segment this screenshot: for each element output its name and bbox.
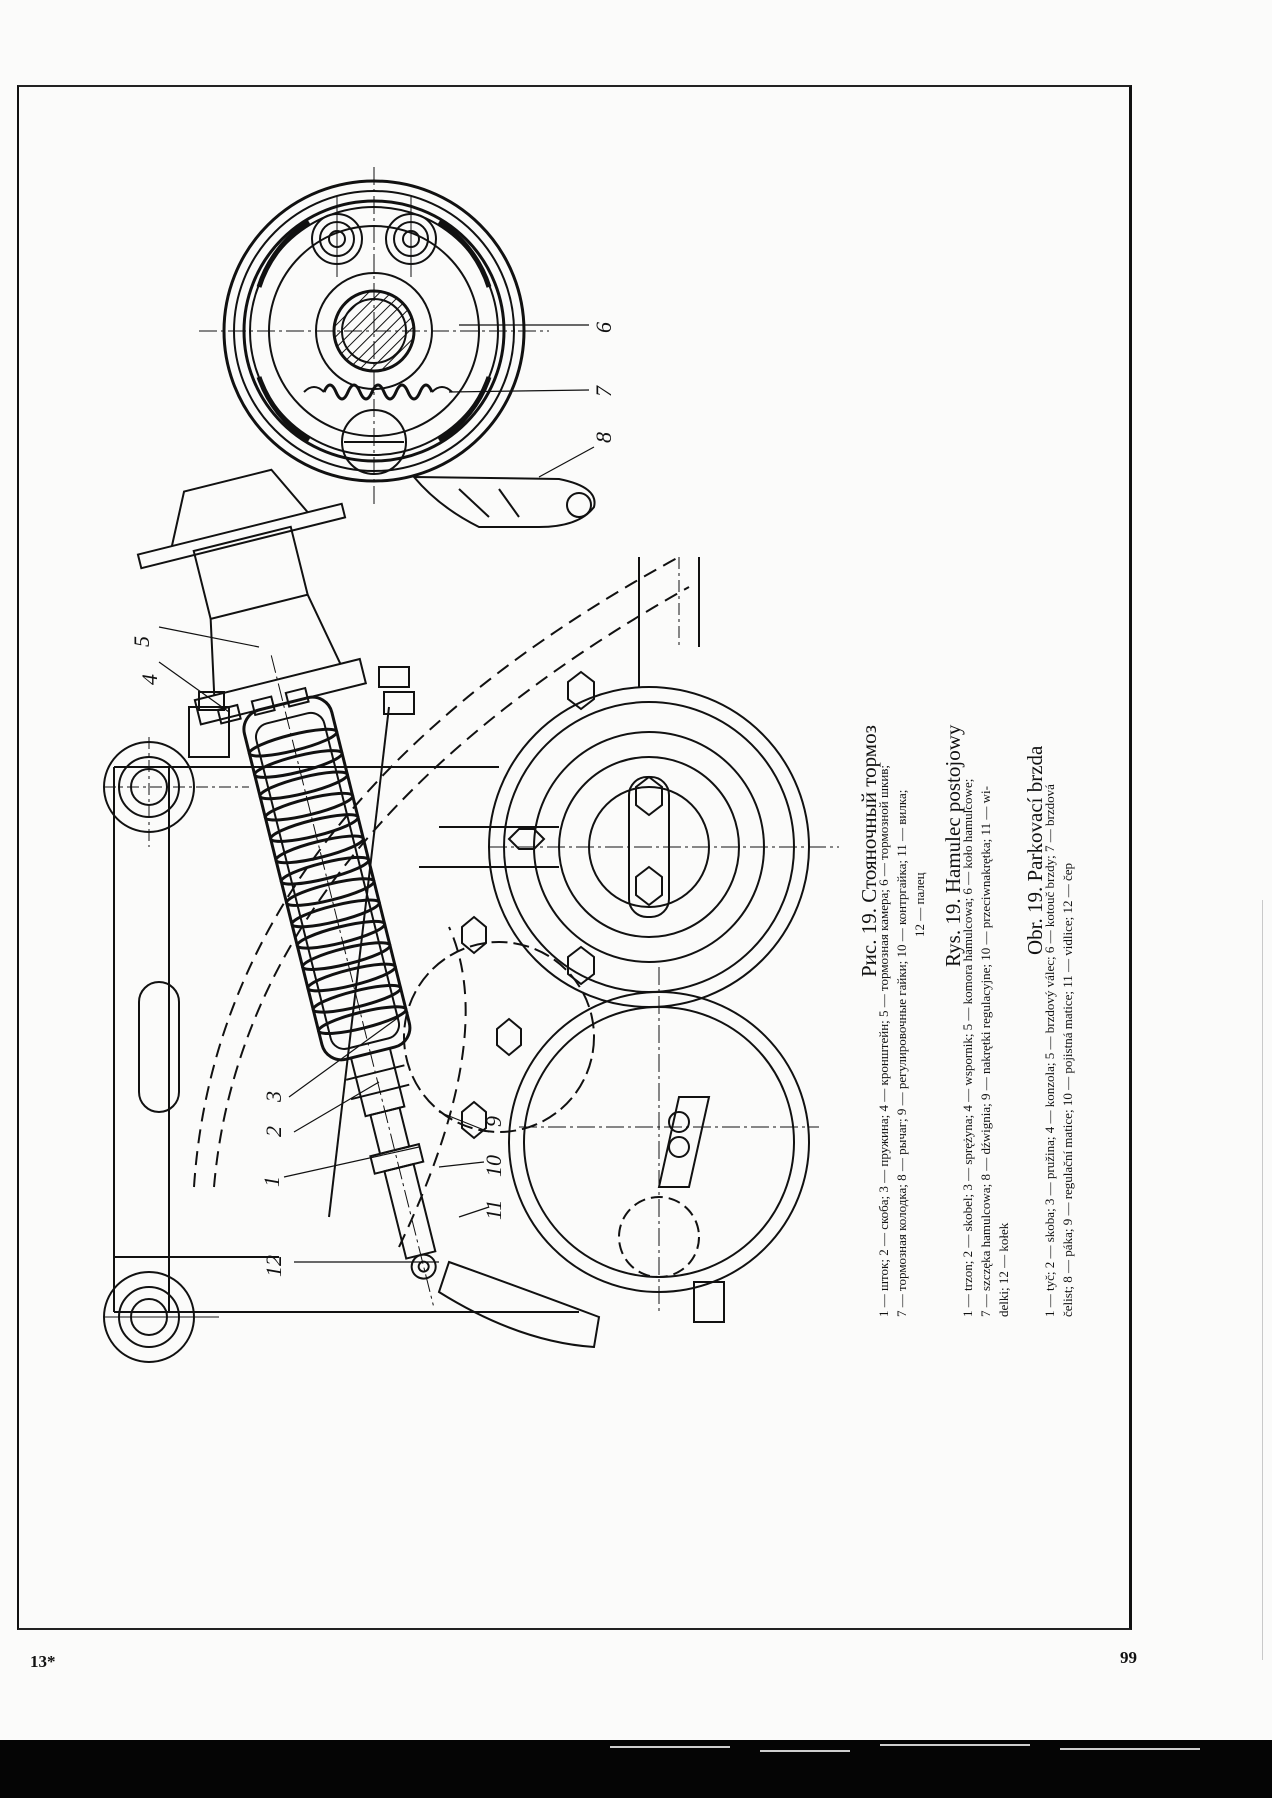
caption-legend-pl: 1 — trzon; 2 — skobel; 3 — sprężyna; 4 —… <box>959 779 1013 1317</box>
caption-legend-cs: 1 — tyč; 2 — skoba; 3 — pružina; 4 — kon… <box>1041 784 1077 1317</box>
legend-cs-line-2: čelist; 8 — páka; 9 — regulační matice; … <box>1060 862 1075 1317</box>
callout-5: 5 <box>129 636 154 647</box>
brake-drum-view <box>199 167 596 528</box>
scan-bottom-band <box>0 1740 1272 1798</box>
callout-10: 10 <box>481 1155 506 1177</box>
page-frame: 1 2 3 4 5 6 7 8 9 10 11 12 Рис. 19. Стоя… <box>17 85 1132 1630</box>
legend-ru-line-2: 7 — тормозная колодка; 8 — рычаг; 9 — ре… <box>894 789 909 1317</box>
callout-6: 6 <box>591 322 616 333</box>
legend-pl-line-2: 7 — szczęka hamulcowa; 8 — dźwignia; 9 —… <box>978 786 993 1317</box>
callout-12: 12 <box>261 1255 286 1277</box>
callout-7: 7 <box>591 385 616 397</box>
legend-cs-line-1: 1 — tyč; 2 — skoba; 3 — pružina; 4 — kon… <box>1042 784 1057 1317</box>
parking-brake-drawing-svg: 1 2 3 4 5 6 7 8 9 10 11 12 <box>103 167 839 1363</box>
callout-11: 11 <box>481 1200 506 1220</box>
callout-9: 9 <box>481 1116 506 1127</box>
page-edge-line <box>1262 900 1263 1660</box>
legend-pl-line-3: delki; 12 — kołek <box>996 1222 1011 1317</box>
callout-2: 2 <box>261 1126 286 1137</box>
right-folio: 99 <box>1120 1648 1137 1667</box>
legend-pl-line-1: 1 — trzon; 2 — skobel; 3 — sprężyna; 4 —… <box>960 778 975 1317</box>
legend-ru-line-1: 1 — шток; 2 — скоба; 3 — пружина; 4 — кр… <box>876 764 891 1317</box>
callout-4: 4 <box>137 674 162 685</box>
caption-legend-ru: 1 — шток; 2 — скоба; 3 — пружина; 4 — кр… <box>875 765 929 1317</box>
technical-drawing: 1 2 3 4 5 6 7 8 9 10 11 12 <box>19 87 1134 1632</box>
left-folio: 13* <box>30 1652 56 1671</box>
brake-assembly-view <box>103 468 839 1363</box>
callout-1: 1 <box>259 1176 284 1187</box>
legend-ru-line-3: 12 — палец <box>912 872 927 937</box>
callout-8: 8 <box>591 432 616 443</box>
callout-3: 3 <box>261 1091 286 1103</box>
